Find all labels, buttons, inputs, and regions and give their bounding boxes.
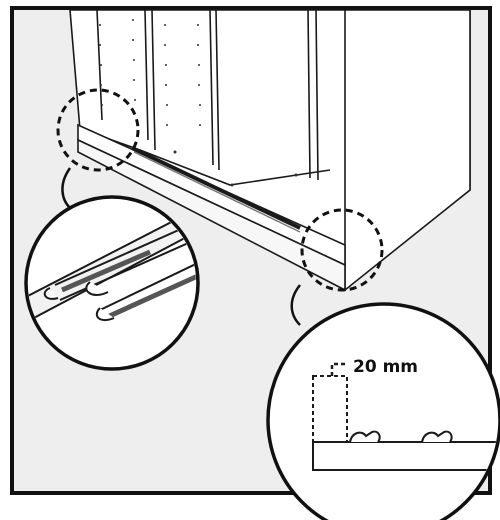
leader-line-left xyxy=(61,167,72,209)
wardrobe-cabinet xyxy=(69,9,471,292)
detail-circle-rail-profile xyxy=(24,195,200,371)
detail-circle-spacing: 20 mm xyxy=(266,302,500,520)
plinth-board xyxy=(312,441,498,471)
leader-line-right xyxy=(290,284,301,326)
spacing-label: 20 mm xyxy=(353,357,418,377)
rail-clips xyxy=(349,430,453,443)
shelf-peg-holes xyxy=(99,19,298,187)
spacing-indicator xyxy=(330,362,348,376)
side-panel-outline xyxy=(312,375,348,443)
highlight-circle-right xyxy=(300,208,384,292)
plinth-rail xyxy=(131,146,301,233)
highlight-circle-left xyxy=(56,88,140,172)
